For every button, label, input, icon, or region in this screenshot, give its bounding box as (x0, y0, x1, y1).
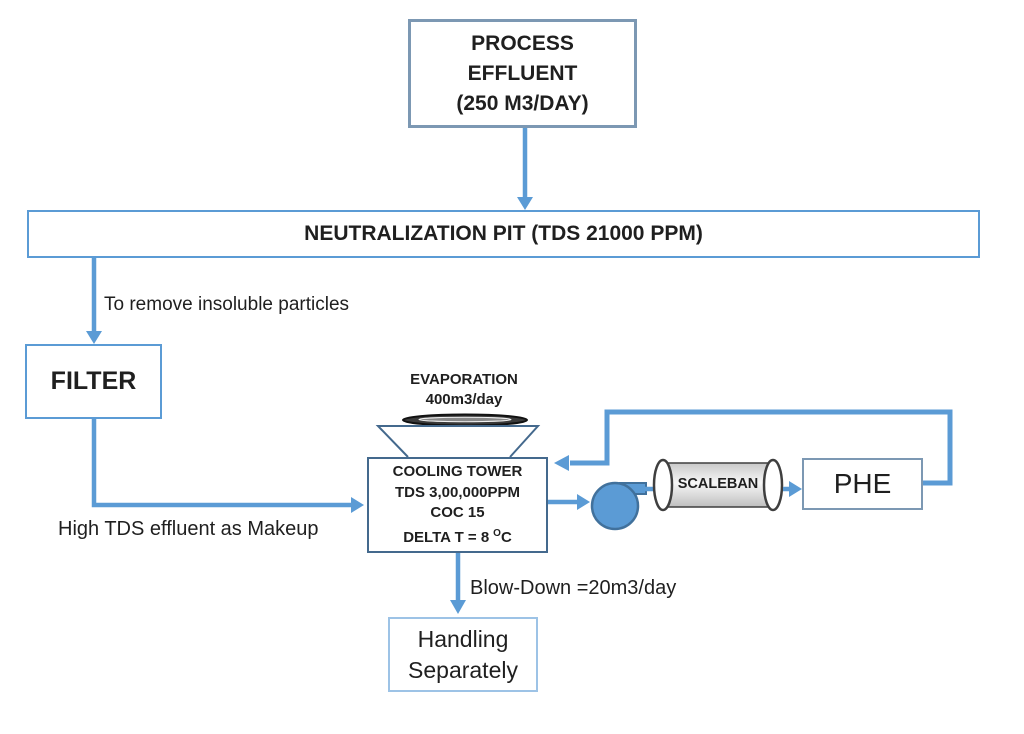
cooling-tower-degree-sup: O (493, 527, 501, 539)
arrowhead-makeup (351, 497, 364, 513)
cooling-tower-delta-t: DELTA T = 8 (403, 528, 490, 546)
handling-line1: Handling (417, 625, 509, 652)
filter-box: FILTER (25, 344, 162, 419)
pump-icon (590, 481, 640, 531)
arrowhead-scaleban-to-phe (789, 481, 802, 497)
cooling-tower-stack-shape (375, 425, 541, 458)
scaleban-cylinder-right-cap (762, 458, 784, 512)
cooling-tower-line3: COC 15 (430, 504, 485, 521)
process-effluent-box: PROCESS EFFLUENT (250 M3/DAY) (408, 19, 637, 128)
process-effluent-line3: (250 M3/DAY) (456, 91, 589, 115)
filter-label: FILTER (50, 367, 137, 395)
handling-separately-box: Handling Separately (388, 617, 538, 692)
arrowhead-return-loop (554, 455, 569, 471)
cooling-tower-line2: TDS 3,00,000PPM (394, 483, 521, 501)
line-makeup (91, 419, 352, 508)
cooling-tower-degree-unit: C (500, 528, 512, 546)
high-tds-makeup-label: High TDS effluent as Makeup (58, 518, 319, 540)
process-effluent-line2: EFFLUENT (467, 61, 578, 85)
neutralization-pit-box: NEUTRALIZATION PIT (TDS 21000 PPM) (27, 210, 980, 258)
to-remove-particles-label: To remove insoluble particles (104, 294, 350, 315)
scaleban-label: SCALEBAN (677, 476, 759, 492)
scaleban-cylinder-body (662, 462, 774, 508)
phe-label: PHE (833, 468, 892, 499)
cooling-tower-line1: COOLING TOWER (392, 463, 523, 480)
arrowhead-blowdown (450, 600, 466, 614)
arrowhead-tower-outlet (577, 494, 590, 510)
evaporation-line2: 400m3/day (425, 391, 503, 408)
cooling-tower-box: COOLING TOWER TDS 3,00,000PPM COC 15 DEL… (367, 457, 548, 553)
phe-box: PHE (802, 458, 923, 510)
process-effluent-line1: PROCESS (471, 31, 574, 55)
evaporation-line1: EVAPORATION (410, 371, 518, 388)
neutralization-pit-label: NEUTRALIZATION PIT (TDS 21000 PPM) (304, 222, 703, 245)
scaleban-cylinder-left-cap (652, 458, 674, 512)
line-return-loop (570, 409, 953, 486)
arrowhead-effluent-to-pit (517, 197, 533, 210)
handling-line2: Separately (408, 656, 518, 683)
arrowhead-pit-to-filter (86, 331, 102, 344)
blowdown-label: Blow-Down =20m3/day (470, 577, 677, 599)
evaporation-fan-inner (418, 416, 512, 423)
evaporation-label: EVAPORATION 400m3/day (394, 370, 534, 410)
